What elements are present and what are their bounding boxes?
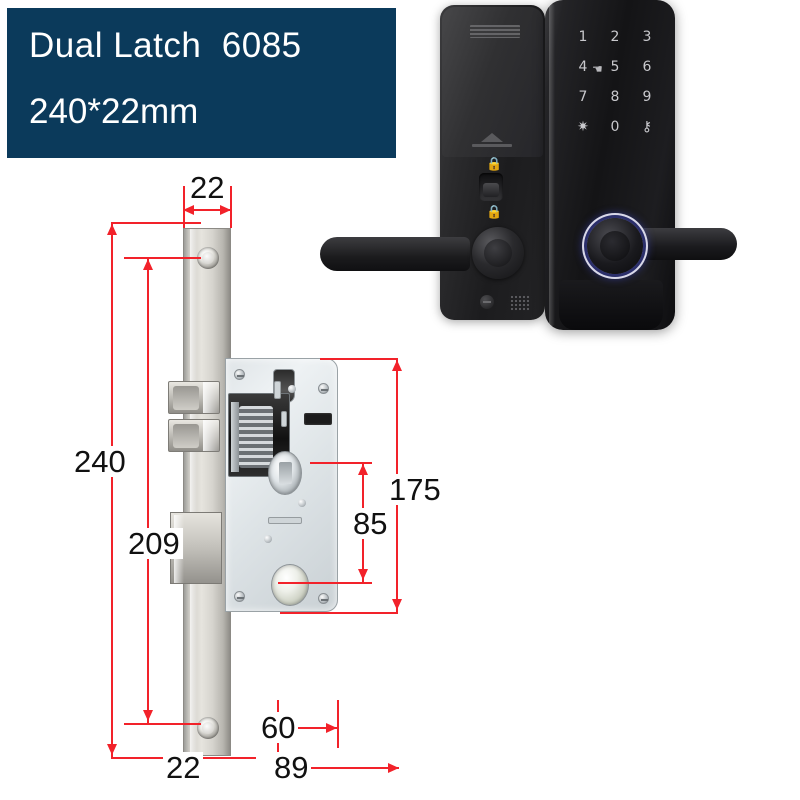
arrow-209-bottom bbox=[143, 710, 153, 721]
arrow-89-right bbox=[388, 763, 399, 773]
exterior-lock-panel: 1 2 3 4 5 6 7 8 9 ✷ 0 ⚷ ☚ bbox=[545, 0, 737, 330]
dim-label-60: 60 bbox=[258, 712, 299, 743]
dim-label-89: 89 bbox=[271, 752, 312, 783]
lock-faceplate bbox=[183, 228, 231, 756]
body-screw-top-right bbox=[318, 383, 329, 394]
lower-latch-face bbox=[203, 420, 219, 451]
banner-size: 240*22mm bbox=[29, 92, 199, 131]
ext-line-85-top bbox=[310, 462, 372, 464]
mortise-lock-body bbox=[225, 358, 338, 612]
dim-line-89 bbox=[279, 767, 399, 769]
dim-line-240 bbox=[111, 222, 113, 757]
key-2[interactable]: 2 bbox=[610, 29, 620, 45]
arrow-22-top-right bbox=[220, 205, 231, 215]
key-icon[interactable]: ⚷ bbox=[641, 119, 653, 135]
key-star[interactable]: ✷ bbox=[577, 119, 589, 135]
battery-label bbox=[470, 25, 520, 38]
key-8[interactable]: 8 bbox=[610, 89, 620, 105]
key-7[interactable]: 7 bbox=[578, 89, 588, 105]
body-screw-bottom-left bbox=[234, 591, 245, 602]
ext-line-60-right bbox=[337, 700, 339, 748]
arrow-60-right bbox=[326, 723, 337, 733]
touch-keypad[interactable]: 1 2 3 4 5 6 7 8 9 ✷ 0 ⚷ bbox=[567, 22, 663, 142]
arrow-240-bottom bbox=[107, 744, 117, 755]
panel-edge-highlight bbox=[549, 4, 555, 326]
key-9[interactable]: 9 bbox=[642, 89, 652, 105]
key-5[interactable]: 5 bbox=[610, 59, 620, 75]
title-banner: Dual Latch 6085 240*22mm bbox=[7, 8, 396, 158]
arrow-85-top bbox=[358, 464, 368, 475]
dim-line-60 bbox=[279, 727, 337, 729]
spindle-hole bbox=[268, 451, 302, 495]
key-6[interactable]: 6 bbox=[642, 59, 652, 75]
arrow-209-top bbox=[143, 259, 153, 270]
arrow-22-top-left bbox=[183, 205, 194, 215]
spring-rod bbox=[231, 402, 239, 472]
toggle-knob[interactable] bbox=[483, 183, 499, 197]
dim-label-22-bottom: 22 bbox=[163, 752, 204, 783]
key-0[interactable]: 0 bbox=[610, 119, 620, 135]
ext-line-209-bottom bbox=[124, 723, 201, 725]
spring-cassette bbox=[228, 393, 290, 477]
coil-spring bbox=[239, 406, 273, 468]
key-4[interactable]: 4 bbox=[578, 59, 588, 75]
arrow-240-top bbox=[107, 224, 117, 235]
ext-line-85-bottom bbox=[278, 582, 372, 584]
lower-slide-tab bbox=[268, 517, 302, 524]
upper-latch-bolt bbox=[168, 381, 220, 414]
touch-hand-icon: ☚ bbox=[592, 62, 603, 76]
dim-label-85: 85 bbox=[350, 508, 391, 539]
ext-line-175-top bbox=[320, 358, 398, 360]
dim-label-22-top: 22 bbox=[187, 172, 228, 203]
key-3[interactable]: 3 bbox=[642, 29, 652, 45]
dim-label-209: 209 bbox=[125, 528, 183, 559]
lock-icon-top: 🔒 bbox=[486, 156, 503, 171]
key-1[interactable]: 1 bbox=[578, 29, 588, 45]
upper-latch-face bbox=[203, 382, 219, 413]
dim-line-22-top bbox=[185, 209, 231, 211]
lever-tab bbox=[274, 381, 281, 399]
pivot-hole bbox=[288, 385, 296, 393]
faceplate-screw-hole-top bbox=[197, 247, 219, 269]
battery-release-bar bbox=[472, 144, 512, 147]
speaker-grille-icon bbox=[510, 295, 530, 311]
lower-latch-bevel bbox=[173, 424, 199, 448]
ext-line-209-top bbox=[124, 257, 201, 259]
battery-release-triangle-icon bbox=[481, 133, 503, 142]
faceplate-screw-hole-bottom bbox=[197, 717, 219, 739]
rectangular-cutout bbox=[304, 413, 332, 425]
arrow-85-bottom bbox=[358, 569, 368, 580]
arrow-175-top bbox=[392, 360, 402, 371]
fingerprint-reader[interactable] bbox=[587, 218, 643, 274]
arrow-175-bottom bbox=[392, 599, 402, 610]
interior-handle bbox=[320, 237, 470, 271]
lock-icon-bottom: 🔒 bbox=[486, 204, 503, 219]
upper-latch-bevel bbox=[173, 386, 199, 410]
dim-label-240: 240 bbox=[71, 446, 129, 477]
small-hole-lower bbox=[264, 535, 272, 543]
small-hole-upper bbox=[298, 499, 306, 507]
dim-line-209 bbox=[147, 257, 149, 723]
lower-latch-bolt bbox=[168, 419, 220, 452]
ext-line-22-top-right bbox=[230, 186, 232, 228]
interior-screw bbox=[480, 295, 494, 309]
battery-cover bbox=[442, 7, 543, 157]
thumb-turn-toggle[interactable] bbox=[479, 173, 503, 201]
faceplate-highlight bbox=[190, 229, 197, 755]
cylinder-hole bbox=[271, 564, 309, 606]
ext-line-175-bottom bbox=[280, 612, 398, 614]
banner-title: Dual Latch 6085 bbox=[29, 26, 302, 65]
body-screw-bottom-right bbox=[318, 593, 329, 604]
ext-line-240-top bbox=[111, 222, 201, 224]
follower-tab bbox=[281, 411, 287, 427]
interior-handle-collar bbox=[472, 227, 524, 279]
dim-label-175: 175 bbox=[386, 474, 444, 505]
interior-lock-panel: 🔒 🔒 bbox=[320, 5, 545, 320]
exterior-panel-base bbox=[559, 280, 663, 330]
body-screw-top-left bbox=[234, 369, 245, 380]
